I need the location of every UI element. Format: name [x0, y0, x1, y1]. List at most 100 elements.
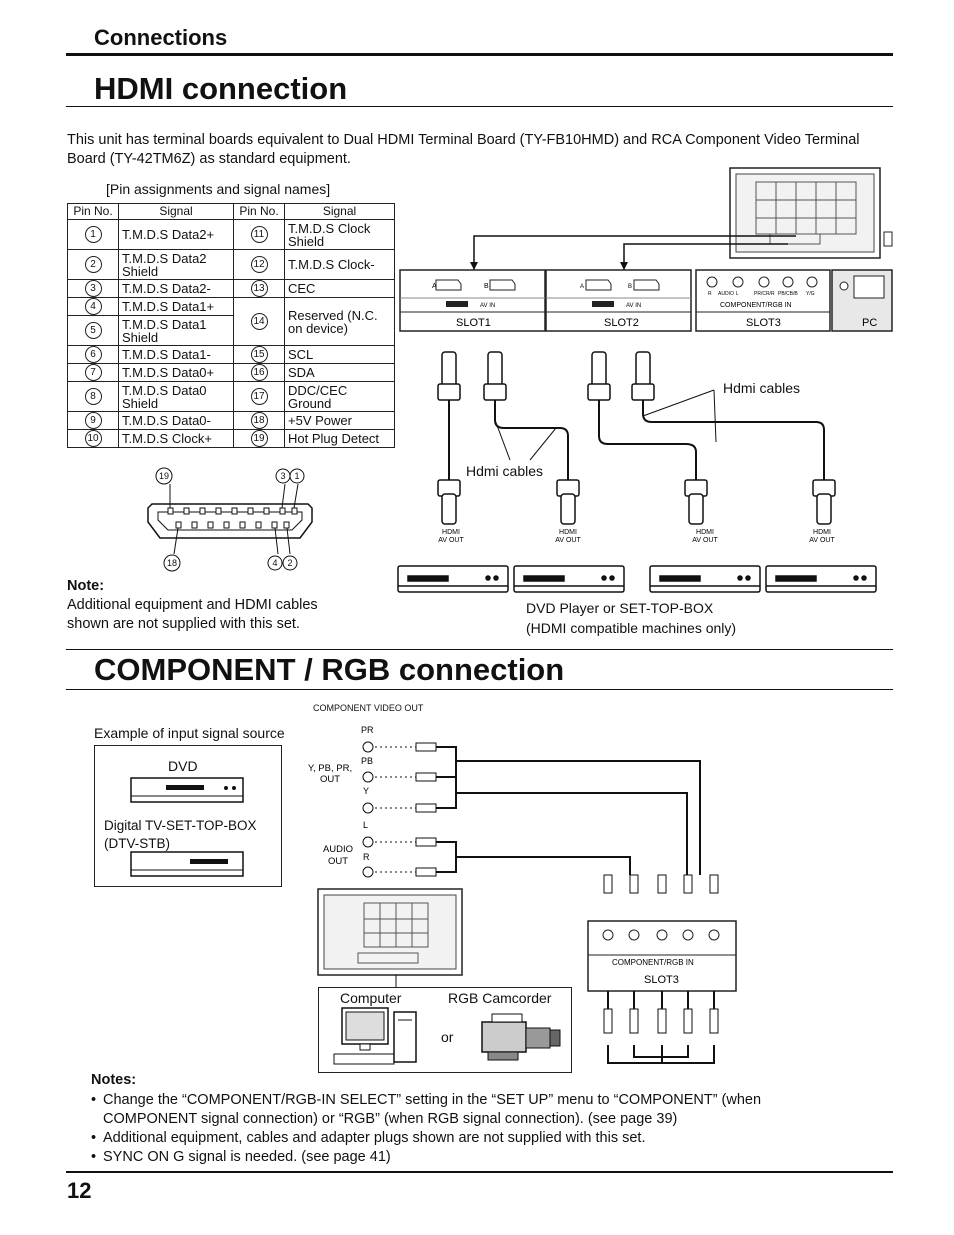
pin-signal: DDC/CEC Ground	[284, 381, 395, 412]
jack-label-l: L	[363, 820, 368, 830]
pin-signal: T.M.D.S Data2-	[118, 279, 234, 298]
table-row: 8 T.M.D.S Data0 Shield 17 DDC/CEC Ground	[67, 381, 395, 412]
section-header: Connections	[94, 25, 228, 50]
jack-label-r: R	[363, 852, 370, 862]
computer-icon	[333, 1007, 417, 1065]
pin-number: 13	[250, 280, 268, 297]
stb-label: Digital TV-SET-TOP-BOX	[104, 818, 257, 833]
ypbpr-out-label-2: OUT	[320, 774, 340, 785]
slot3-jack-audio: AUDIO	[718, 291, 734, 297]
camcorder-label: RGB Camcorder	[448, 990, 552, 1006]
audio-out-label-2: OUT	[328, 856, 348, 867]
pin-number: 3	[84, 280, 102, 297]
component-video-out-label: COMPONENT VIDEO OUT	[313, 703, 424, 713]
pin-number: 8	[84, 388, 102, 405]
table-row: 7 T.M.D.S Data0+ 16 SDA	[67, 363, 395, 382]
pin-signal: CEC	[284, 279, 395, 298]
slot3-jack-pr: PR/CR/R	[754, 291, 775, 297]
pin-number: 10	[84, 430, 102, 447]
slot1-port-b: B	[484, 283, 489, 290]
pin-number: 1	[84, 226, 102, 243]
pin-signal: Reserved (N.C. on device)	[284, 297, 395, 346]
av-out-label-3: AV OUT	[692, 537, 718, 544]
slot3-component-panel: COMPONENT/RGB IN SLOT3	[587, 920, 737, 992]
pin-number: 16	[250, 364, 268, 381]
connector-pin-19: 19	[159, 471, 169, 481]
hdmi-cables-label-2: Hdmi cables	[466, 463, 544, 479]
pin-number: 6	[84, 346, 102, 363]
pin-signal: T.M.D.S Clock Shield	[284, 219, 395, 250]
hdmi-cables-label: Hdmi cables	[723, 380, 801, 396]
av-out-hdmi-4: HDMI	[813, 529, 831, 536]
connector-pin-18: 18	[167, 558, 177, 568]
hdmi-connection-diagram: A B AV IN SLOT1 A B AV IN SLOT2 R AUDIO …	[397, 167, 893, 593]
slot2-av-in: AV IN	[626, 303, 641, 309]
notes-title: Notes:	[91, 1072, 137, 1088]
slot2-port-b: B	[628, 284, 632, 290]
av-out-hdmi-1: HDMI	[442, 529, 460, 536]
dvd-player-label-2: (HDMI compatible machines only)	[526, 620, 737, 636]
slot1-av-in: AV IN	[480, 303, 495, 309]
connector-pin-2: 2	[287, 558, 292, 568]
component-connection-diagram: PR PB Y L R Y, PB, PR, OUT AUDIO OUT	[308, 725, 737, 1064]
table-row: 1 T.M.D.S Data2+ 11 T.M.D.S Clock Shield	[67, 219, 395, 250]
list-item: Additional equipment, cables and adapter…	[91, 1129, 781, 1148]
slot3-component-in: COMPONENT/RGB IN	[720, 302, 792, 309]
stb-icon	[130, 851, 244, 877]
av-out-hdmi-3: HDMI	[696, 529, 714, 536]
th-signal: Signal	[118, 203, 234, 220]
rgb-source-box	[318, 987, 572, 1073]
th-pin-no: Pin No.	[67, 203, 119, 220]
pin-signal: T.M.D.S Data0 Shield	[118, 381, 234, 412]
slot3-panel: R AUDIO L PR/CR/R PB/CB/B Y/G COMPONENT/…	[695, 269, 831, 332]
or-label: or	[441, 1029, 454, 1045]
stb-label-2: (DTV-STB)	[104, 836, 170, 851]
pin-signal: T.M.D.S Data1 Shield	[118, 315, 234, 346]
slot2-port-a: A	[580, 284, 584, 290]
slot2-label: SLOT2	[604, 317, 639, 329]
pin-signal: SCL	[284, 345, 395, 364]
av-out-label-1: AV OUT	[438, 537, 464, 544]
slot3-label: SLOT3	[746, 317, 781, 329]
slot3-component-label: SLOT3	[644, 974, 679, 986]
source-device-box	[94, 745, 282, 887]
pin-signal: T.M.D.S Data2 Shield	[118, 249, 234, 280]
table-row: 2 T.M.D.S Data2 Shield 12 T.M.D.S Clock-	[67, 249, 395, 280]
jack-label-pr: PR	[361, 725, 374, 735]
slot3-jack-y: Y/G	[806, 291, 815, 297]
table-row: 6 T.M.D.S Data1- 15 SCL	[67, 345, 395, 364]
jack-label-y: Y	[363, 786, 369, 796]
pin-number: 14	[250, 313, 268, 330]
slot1-panel: A B AV IN SLOT1	[399, 269, 546, 332]
pin-table: Pin No. Signal Pin No. Signal 1 T.M.D.S …	[67, 203, 395, 448]
ypbpr-out-label: Y, PB, PR,	[308, 763, 352, 774]
slot3-jack-r: R	[708, 291, 712, 297]
hdmi-note-text: Additional equipment and HDMI cables sho…	[67, 597, 318, 632]
page-number: 12	[67, 1178, 92, 1203]
dvd-player-icon	[130, 777, 244, 803]
av-out-label-2: AV OUT	[555, 537, 581, 544]
pin-signal: Hot Plug Detect	[284, 429, 395, 448]
pin-signal: T.M.D.S Data0+	[118, 363, 234, 382]
slot1-port-a: A	[432, 283, 437, 290]
audio-out-label: AUDIO	[323, 844, 353, 855]
pin-signal: T.M.D.S Clock+	[118, 429, 234, 448]
connector-pin-3: 3	[280, 471, 285, 481]
pin-number: 18	[250, 412, 268, 429]
pin-signal: T.M.D.S Data0-	[118, 411, 234, 430]
pin-number: 9	[84, 412, 102, 429]
pin-signal: SDA	[284, 363, 395, 382]
pin-signal: T.M.D.S Data1+	[118, 297, 234, 316]
pin-number: 7	[84, 364, 102, 381]
pin-signal: +5V Power	[284, 411, 395, 430]
hdmi-note-title: Note:	[67, 578, 105, 594]
component-title-rule	[66, 689, 893, 690]
hdmi-title-rule	[66, 106, 893, 107]
pin-caption: [Pin assignments and signal names]	[106, 181, 331, 197]
pin-signal: T.M.D.S Data2+	[118, 219, 234, 250]
slot2-panel: A B AV IN SLOT2	[545, 269, 692, 332]
hdmi-title: HDMI connection	[94, 71, 348, 106]
list-item: SYNC ON G signal is needed. (see page 41…	[91, 1148, 781, 1167]
jack-label-pb: PB	[361, 756, 373, 766]
slot3-jack-l: L	[736, 291, 739, 297]
